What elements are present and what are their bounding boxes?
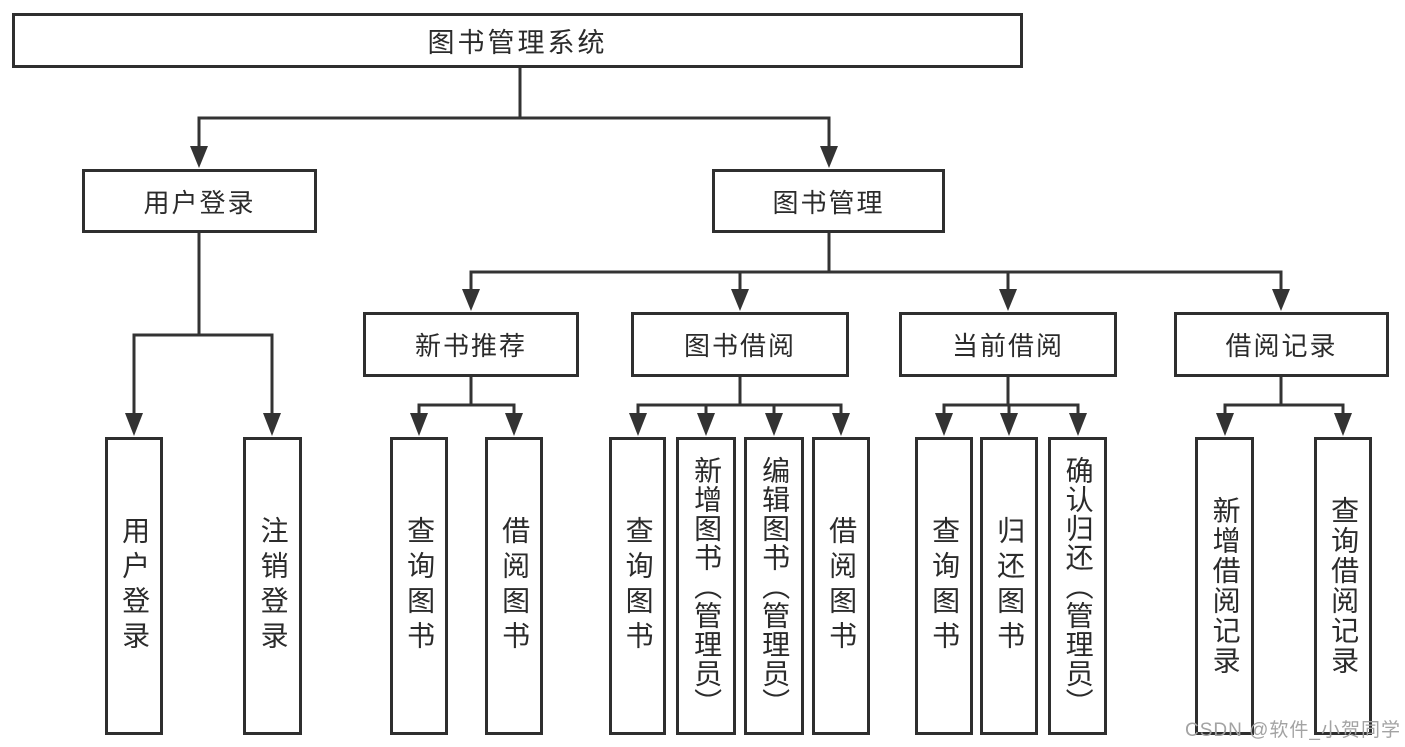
node-label: 查询图书 <box>404 516 436 656</box>
node-label: 用户登录 <box>119 516 151 656</box>
node-label: 编辑图书（管理员） <box>759 455 791 717</box>
node-book-borrowing: 图书借阅 <box>631 312 849 377</box>
node-label: 新增借阅记录 <box>1209 496 1241 676</box>
node-label: 归还图书 <box>994 516 1026 656</box>
node-label: 新书推荐 <box>414 331 527 361</box>
node-current-borrowing: 当前借阅 <box>899 312 1117 377</box>
node-label: 图书借阅 <box>683 331 796 361</box>
node-label: 用户登录 <box>143 187 256 218</box>
leaf-edit-book-admin: 编辑图书（管理员） <box>744 437 804 735</box>
node-label: 借阅图书 <box>826 516 858 656</box>
leaf-borrow-books: 借阅图书 <box>812 437 870 735</box>
node-user-login: 用户登录 <box>82 169 317 233</box>
leaf-query-books-borrow: 查询图书 <box>609 437 666 735</box>
node-new-book-recommend: 新书推荐 <box>363 312 579 377</box>
node-label: 当前借阅 <box>951 331 1064 361</box>
node-label: 查询借阅记录 <box>1328 496 1360 676</box>
csdn-watermark: CSDN @软件_小贺同学 <box>1185 720 1401 741</box>
node-label: 查询图书 <box>929 516 961 656</box>
node-borrowing-records: 借阅记录 <box>1174 312 1389 377</box>
leaf-add-borrow-record: 新增借阅记录 <box>1195 437 1254 735</box>
node-library-management-system: 图书管理系统 <box>12 13 1023 68</box>
arrowhead-icons <box>125 146 1352 436</box>
leaf-user-login: 用户登录 <box>105 437 163 735</box>
leaf-query-books-recommend: 查询图书 <box>390 437 448 735</box>
leaf-query-borrow-record: 查询借阅记录 <box>1314 437 1372 735</box>
leaf-logout: 注销登录 <box>243 437 302 735</box>
node-label: 图书管理系统 <box>427 28 608 58</box>
node-label: 新增图书（管理员） <box>691 455 723 717</box>
leaf-add-book-admin: 新增图书（管理员） <box>676 437 736 735</box>
leaf-return-books: 归还图书 <box>980 437 1038 735</box>
leaf-query-books-current: 查询图书 <box>915 437 973 735</box>
node-book-management: 图书管理 <box>712 169 945 233</box>
node-label: 确认归还（管理员） <box>1062 455 1094 717</box>
node-label: 注销登录 <box>257 516 289 656</box>
node-label: 查询图书 <box>622 516 654 656</box>
node-label: 图书管理 <box>772 187 885 218</box>
leaf-borrow-books-recommend: 借阅图书 <box>485 437 543 735</box>
node-label: 借阅记录 <box>1225 331 1338 361</box>
node-label: 借阅图书 <box>499 516 531 656</box>
leaf-confirm-return-admin: 确认归还（管理员） <box>1048 437 1107 735</box>
